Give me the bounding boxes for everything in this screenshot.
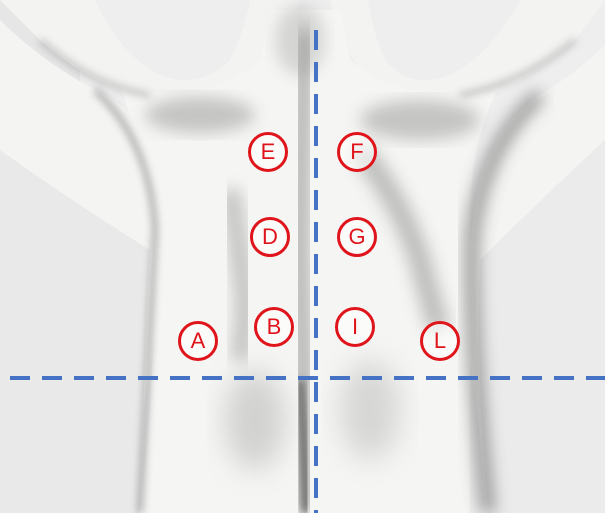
lumbar-left-shadow xyxy=(225,370,285,470)
marker-e: E xyxy=(248,132,288,172)
marker-g: G xyxy=(337,217,377,257)
marker-b: B xyxy=(254,307,294,347)
marker-f: F xyxy=(337,132,377,172)
marker-i: I xyxy=(335,307,375,347)
marker-f-label: F xyxy=(350,141,363,163)
right-scapula-shadow xyxy=(360,100,480,140)
marker-a: A xyxy=(178,321,218,361)
marker-d: D xyxy=(250,217,290,257)
marker-l-label: L xyxy=(434,330,446,352)
marker-l: L xyxy=(420,321,460,361)
marker-g-label: G xyxy=(348,226,365,248)
marker-a-label: A xyxy=(191,330,206,352)
marker-e-label: E xyxy=(261,141,276,163)
lumbar-right-shadow xyxy=(340,360,400,460)
marker-i-label: I xyxy=(352,316,358,338)
lower-spine-dark xyxy=(300,380,306,513)
marker-b-label: B xyxy=(267,316,282,338)
left-scapula-shadow xyxy=(145,97,255,133)
marker-d-label: D xyxy=(262,226,278,248)
